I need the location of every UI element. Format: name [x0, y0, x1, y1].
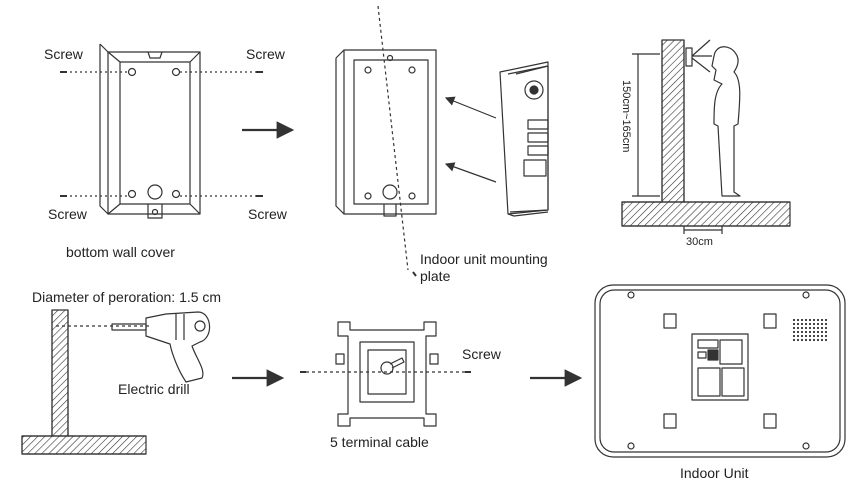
- speaker-hole: [800, 326, 804, 330]
- height-measure: [632, 53, 660, 197]
- speaker-hole: [820, 318, 824, 322]
- speaker-hole: [804, 326, 808, 330]
- speaker-hole: [800, 330, 804, 334]
- speaker-hole: [808, 322, 812, 326]
- speaker-hole: [820, 330, 824, 334]
- label-screw: Screw: [246, 46, 285, 62]
- speaker-hole: [816, 334, 820, 338]
- speaker-hole: [824, 330, 828, 334]
- speaker-hole: [812, 322, 816, 326]
- speaker-hole: [816, 322, 820, 326]
- drill-wall: [21, 309, 147, 455]
- speaker-hole: [796, 330, 800, 334]
- speaker-hole: [808, 334, 812, 338]
- speaker-hole: [796, 326, 800, 330]
- arrow-icon: [444, 96, 497, 183]
- speaker-hole: [824, 334, 828, 338]
- speaker-hole: [796, 318, 800, 322]
- speaker-hole: [812, 338, 816, 342]
- speaker-hole: [816, 338, 820, 342]
- label-screw: Screw: [44, 46, 83, 62]
- speaker-hole: [808, 330, 812, 334]
- speaker-hole: [808, 326, 812, 330]
- speaker-hole: [792, 318, 796, 322]
- label-height-range: 150cm~165cm: [620, 80, 632, 153]
- speaker-hole: [792, 334, 796, 338]
- screw-axis-dashed: [377, 5, 409, 271]
- speaker-hole: [800, 322, 804, 326]
- wall-section: [621, 39, 791, 227]
- speaker-hole: [792, 322, 796, 326]
- speaker-hole: [816, 318, 820, 322]
- screw-icon: [412, 271, 417, 277]
- speaker-hole: [824, 338, 828, 342]
- speaker-hole: [800, 334, 804, 338]
- label-indoor-unit: Indoor Unit: [680, 465, 749, 481]
- speaker-hole: [804, 334, 808, 338]
- speaker-hole: [820, 338, 824, 342]
- speaker-hole: [812, 334, 816, 338]
- speaker-hole: [808, 318, 812, 322]
- speaker-hole: [792, 326, 796, 330]
- label-electric-drill: Electric drill: [118, 381, 190, 397]
- camera-unit: [685, 39, 712, 73]
- screw-icon: [60, 71, 263, 197]
- speaker-hole: [824, 318, 828, 322]
- wall-cover-box: [99, 43, 201, 219]
- speaker-hole: [800, 338, 804, 342]
- label-bottom-wall-cover: bottom wall cover: [66, 244, 175, 260]
- speaker-hole: [800, 318, 804, 322]
- speaker-hole: [792, 338, 796, 342]
- screw-lines-panel1: [65, 71, 258, 197]
- speaker-hole: [812, 330, 816, 334]
- speaker-grille: [792, 318, 828, 342]
- speaker-hole: [796, 338, 800, 342]
- label-distance: 30cm: [686, 236, 713, 248]
- indoor-unit-back: [594, 284, 846, 458]
- label-mounting-plate-cont: plate: [420, 268, 451, 284]
- speaker-hole: [820, 334, 824, 338]
- label-screw: Screw: [248, 206, 287, 222]
- door-station: [499, 61, 549, 217]
- speaker-hole: [816, 326, 820, 330]
- distance-measure: [683, 226, 723, 234]
- speaker-hole: [808, 338, 812, 342]
- speaker-hole: [796, 334, 800, 338]
- speaker-hole: [804, 338, 808, 342]
- label-mounting-plate: Indoor unit mounting: [420, 251, 548, 267]
- mounting-bracket: [335, 321, 439, 427]
- speaker-hole: [796, 322, 800, 326]
- label-screw: Screw: [462, 346, 501, 362]
- mounting-box: [335, 49, 437, 217]
- speaker-hole: [804, 322, 808, 326]
- speaker-hole: [792, 330, 796, 334]
- speaker-hole: [804, 318, 808, 322]
- speaker-hole: [820, 322, 824, 326]
- label-terminal-cable: 5 terminal cable: [330, 434, 429, 450]
- speaker-hole: [816, 330, 820, 334]
- speaker-hole: [820, 326, 824, 330]
- speaker-hole: [824, 326, 828, 330]
- label-screw: Screw: [48, 206, 87, 222]
- speaker-hole: [824, 322, 828, 326]
- speaker-hole: [812, 326, 816, 330]
- drill-icon: [111, 311, 211, 383]
- label-drill-diameter: Diameter of peroration: 1.5 cm: [32, 289, 222, 305]
- person-silhouette: [711, 46, 741, 197]
- speaker-hole: [812, 318, 816, 322]
- speaker-hole: [804, 330, 808, 334]
